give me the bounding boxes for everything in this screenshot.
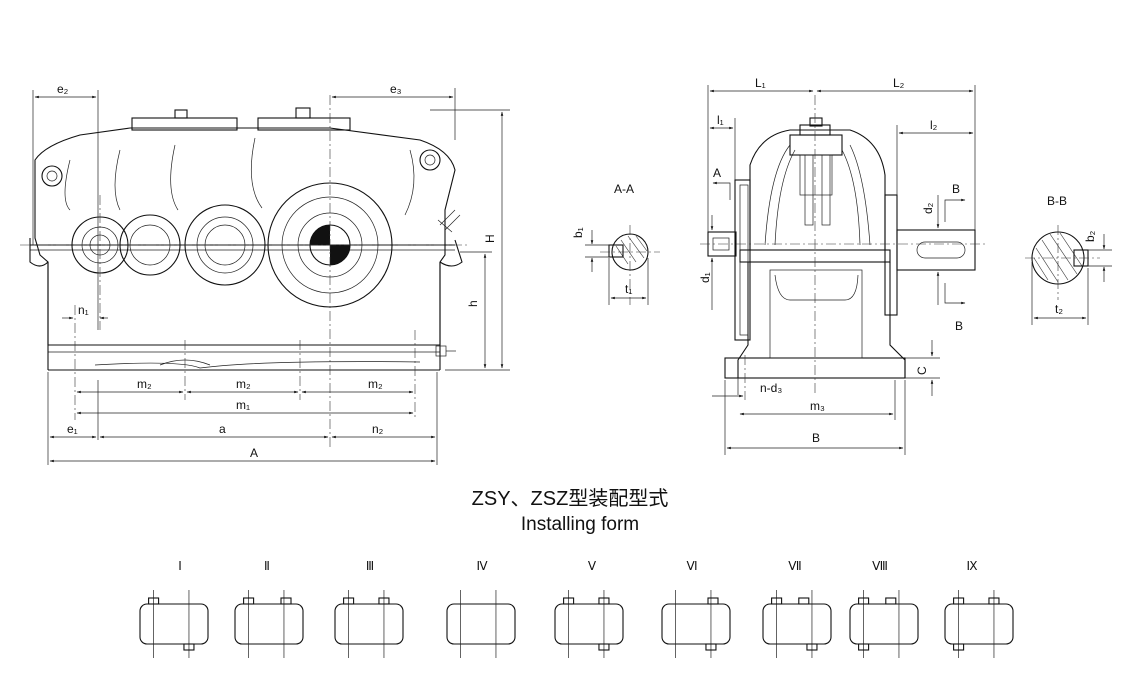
dim-m2-1: m₂	[137, 377, 152, 391]
dim-L2: L₂	[893, 76, 905, 90]
reducer-outline	[661, 603, 731, 645]
shaft-stub-top	[563, 597, 575, 605]
shaft-stub-top	[885, 597, 897, 605]
installing-form-7: Ⅶ	[762, 559, 832, 658]
dim-B: B	[812, 431, 820, 445]
dim-l1: l₁	[717, 113, 724, 127]
installing-form-label: Ⅵ	[686, 559, 697, 573]
shaft-stub-top	[343, 597, 355, 605]
section-mark-b-bottom: B	[955, 319, 963, 333]
dim-C: C	[915, 366, 929, 375]
installing-form-2: Ⅱ	[234, 559, 304, 658]
installing-form-label: Ⅴ	[588, 559, 597, 573]
installing-form-8: Ⅷ	[849, 559, 919, 658]
shaft-stub-bottom	[598, 643, 610, 651]
dim-t2: t₂	[1055, 302, 1063, 316]
dim-A: A	[250, 446, 258, 460]
dim-m1: m₁	[236, 398, 250, 412]
reducer-outline	[234, 603, 304, 645]
installing-form-1: Ⅰ	[139, 559, 209, 658]
shaft-stub-top	[243, 597, 255, 605]
installing-form-3: Ⅲ	[334, 559, 404, 658]
installing-form-4: Ⅳ	[446, 559, 516, 658]
shaft-stub-top	[707, 597, 719, 605]
dim-nd3: n-d₃	[760, 381, 782, 395]
shaft-stub-bottom	[858, 643, 870, 651]
shaft-stub-top	[988, 597, 1000, 605]
shaft-stub-top	[771, 597, 783, 605]
dim-e3: e₃	[390, 82, 402, 96]
shaft-stub-bottom	[953, 643, 965, 651]
dim-n1: n₁	[78, 303, 89, 317]
shaft-stub-top	[598, 597, 610, 605]
dim-n2: n₂	[372, 422, 384, 436]
shaft-stub-top	[148, 597, 160, 605]
reducer-outline	[944, 603, 1014, 645]
installing-form-5: Ⅴ	[554, 559, 624, 658]
dim-m3: m₃	[810, 399, 825, 413]
dim-l2: l₂	[930, 118, 938, 132]
installing-form-9: Ⅸ	[944, 559, 1014, 658]
shaft-stub-bottom	[806, 643, 818, 651]
front-view-dimensions: e₂ e₃ H h n₁ m₂ m₂ m₂ m₁ e₁ a	[32, 82, 510, 465]
dim-L1: L₁	[755, 76, 766, 90]
installing-form-label: Ⅷ	[872, 559, 888, 573]
dim-d1: d₁	[698, 272, 712, 283]
dim-a: a	[219, 422, 226, 436]
dim-d2: d₂	[921, 202, 935, 214]
reducer-outline	[554, 603, 624, 645]
shaft-stub-top	[378, 597, 390, 605]
dim-H: H	[483, 234, 497, 243]
section-bb-title: B-B	[1047, 194, 1067, 208]
side-view	[700, 95, 985, 400]
shaft-stub-top	[858, 597, 870, 605]
dim-m2-3: m₂	[368, 377, 383, 391]
title-main: ZSY、ZSZ型装配型式	[472, 487, 669, 510]
installing-form-label: Ⅲ	[366, 559, 374, 573]
section-aa-title: A-A	[614, 182, 634, 196]
dim-b1: b₁	[571, 227, 585, 238]
dim-h: h	[466, 300, 480, 307]
reducer-outline	[849, 603, 919, 645]
installing-form-label: Ⅸ	[966, 559, 977, 573]
dim-b2: b₂	[1083, 230, 1097, 242]
dim-e1: e₁	[67, 422, 78, 436]
shaft-stub-bottom	[183, 643, 195, 651]
section-mark-a: A	[713, 166, 721, 180]
reducer-outline	[139, 603, 209, 645]
shaft-stub-bottom	[705, 643, 717, 651]
side-view-dimensions: L₁ L₂ l₁ l₂ A B B d₂ d₁ C n-d₃	[698, 76, 976, 455]
installing-form-6: Ⅵ	[661, 559, 731, 658]
section-b-b: B-B b₂ t₂	[1025, 194, 1112, 325]
dim-m2-2: m₂	[236, 377, 251, 391]
installing-form-label: Ⅶ	[788, 559, 801, 573]
installing-form-label: Ⅳ	[476, 559, 487, 573]
front-view	[20, 95, 470, 450]
shaft-stub-top	[280, 597, 292, 605]
installing-form-label: Ⅱ	[264, 559, 270, 573]
shaft-stub-top	[953, 597, 965, 605]
dim-t1: t₁	[625, 282, 632, 296]
reducer-outline	[334, 603, 404, 645]
dim-e2: e₂	[57, 82, 69, 96]
shaft-stub-top	[798, 597, 810, 605]
title-sub: Installing form	[521, 514, 639, 535]
section-mark-b-top: B	[952, 182, 960, 196]
reducer-outline	[446, 603, 516, 645]
installing-form-label: Ⅰ	[178, 559, 182, 573]
installing-forms: Ⅰ Ⅱ Ⅲ Ⅳ Ⅴ Ⅵ Ⅶ Ⅷ Ⅸ	[139, 559, 1014, 658]
section-a-a: A-A b₁ t₁	[571, 182, 660, 305]
reducer-outline	[762, 603, 832, 645]
